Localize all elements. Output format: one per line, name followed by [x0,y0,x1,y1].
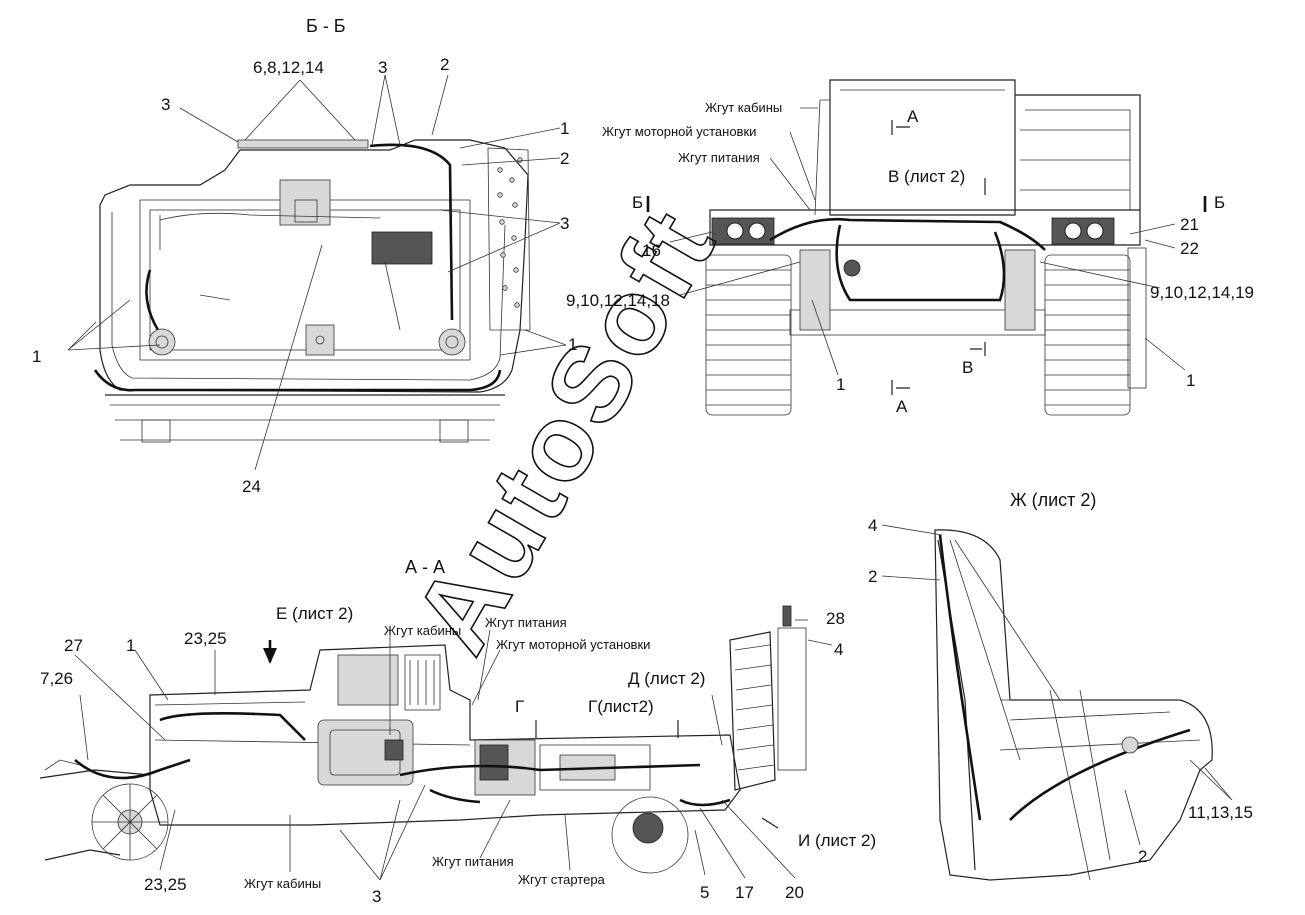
front-callout: А [896,397,908,416]
aa-callout: 4 [834,640,843,659]
watermark-group: AutoSoft [389,188,739,673]
aa-callout: 23,25 [184,629,227,648]
aa-callout: Жгут питания [432,854,514,869]
view-bb-drawing [67,74,567,471]
aa-callout: Е (лист 2) [276,604,353,623]
aa-callout: И (лист 2) [798,831,876,850]
front-callout: Б [1214,193,1225,212]
bb-callout: 1 [32,347,41,366]
front-callout: 9,10,12,14,19 [1150,283,1254,302]
zh-callout: 11,13,15 [1188,803,1253,822]
front-callout: Б [632,193,643,212]
aa-callout: 28 [826,609,845,628]
front-callout: 9,10,12,14,18 [566,291,670,310]
view-front-drawing [646,79,1207,416]
view-bb-title: Б - Б [306,16,346,36]
view-aa-drawing [39,605,833,881]
front-callout: А [907,107,919,126]
aa-callout: 20 [785,883,804,902]
aa-callout: Жгут кабины [244,876,321,891]
aa-callout: 1 [126,636,135,655]
aa-callout: 23,25 [144,875,187,894]
zh-callout: 2 [1138,847,1147,866]
front-callout: 22 [1180,239,1199,258]
aa-callout: 5 [700,883,709,902]
aa-callout: Жгут питания [485,615,567,630]
front-callout: В [962,358,973,377]
bb-callout: 1 [560,119,569,138]
zh-callout: 4 [868,516,877,535]
front-callout: 21 [1180,215,1199,234]
zh-callout: 2 [868,567,877,586]
aa-callout: 17 [735,883,754,902]
front-callout: Жгут питания [678,150,760,165]
view-aa-title: А - А [405,557,445,577]
aa-callout: Жгут стартера [518,872,606,887]
front-callout: Жгут кабины [705,100,782,115]
bb-callout: 2 [440,55,449,74]
front-callout: Жгут моторной установки [602,124,756,139]
aa-callout: Д (лист 2) [628,669,705,688]
watermark: AutoSoft [390,189,739,672]
aa-callout: 7,26 [40,669,73,688]
front-callout: 1 [1186,371,1195,390]
bb-callout: 6,8,12,14 [253,58,324,77]
aa-callout: 27 [64,636,83,655]
bb-callout: 3 [378,58,387,77]
bb-callout: 2 [560,149,569,168]
view-zh-title: Ж (лист 2) [1010,490,1096,510]
aa-callout: Жгут кабины [384,623,461,638]
aa-callout: 3 [372,887,381,906]
bb-callout: 1 [568,335,577,354]
front-callout: 1 [836,375,845,394]
bb-callout: 3 [560,214,569,233]
bb-callout: 24 [242,477,261,496]
view-zh-drawing [881,524,1233,881]
bb-callout: 3 [161,95,170,114]
aa-callout: Г(лист2) [588,697,654,716]
aa-callout: Жгут моторной установки [496,637,650,652]
front-callout: 16 [642,241,661,260]
aa-callout: Г [515,697,524,716]
front-callout: В (лист 2) [888,167,965,186]
